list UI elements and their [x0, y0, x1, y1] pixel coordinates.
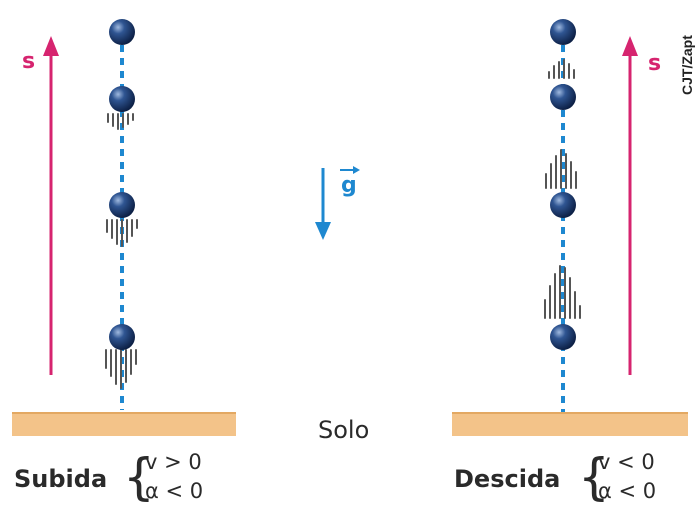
left-panel-title: Subida	[14, 465, 107, 493]
left-s-axis-label: s	[22, 49, 35, 74]
left-panel-subida: s Subida { v > 0 α < 0	[12, 19, 236, 506]
gravity-indicator: g	[315, 166, 360, 240]
right-panel-descida: s Descida { v < 0 α < 0	[452, 19, 688, 506]
right-condition-alpha: α < 0	[598, 479, 656, 503]
right-ball-3	[550, 192, 576, 218]
left-condition-v: v > 0	[145, 450, 202, 474]
image-credit: CJT/Zapt	[679, 35, 695, 95]
right-brace: {	[578, 448, 610, 506]
right-s-axis-arrow	[622, 36, 638, 375]
left-s-axis-arrow	[43, 36, 59, 375]
left-brace: {	[123, 448, 155, 506]
right-panel-title: Descida	[454, 465, 560, 493]
right-s-axis-label: s	[648, 51, 661, 76]
right-ground-bar	[452, 412, 688, 436]
left-ball-2	[109, 86, 135, 112]
right-ball-2	[550, 84, 576, 110]
right-ball-1	[550, 19, 576, 45]
right-condition-v: v < 0	[598, 450, 655, 474]
gravity-label: g	[341, 173, 357, 198]
left-ball-3	[109, 192, 135, 218]
right-ball-4	[550, 324, 576, 350]
ground-label: Solo	[318, 416, 369, 444]
left-motion-lines	[105, 113, 138, 389]
right-motion-lines	[544, 59, 581, 319]
left-ball-4	[109, 324, 135, 350]
left-ground-bar	[12, 412, 236, 436]
left-condition-alpha: α < 0	[145, 479, 203, 503]
left-ball-1	[109, 19, 135, 45]
